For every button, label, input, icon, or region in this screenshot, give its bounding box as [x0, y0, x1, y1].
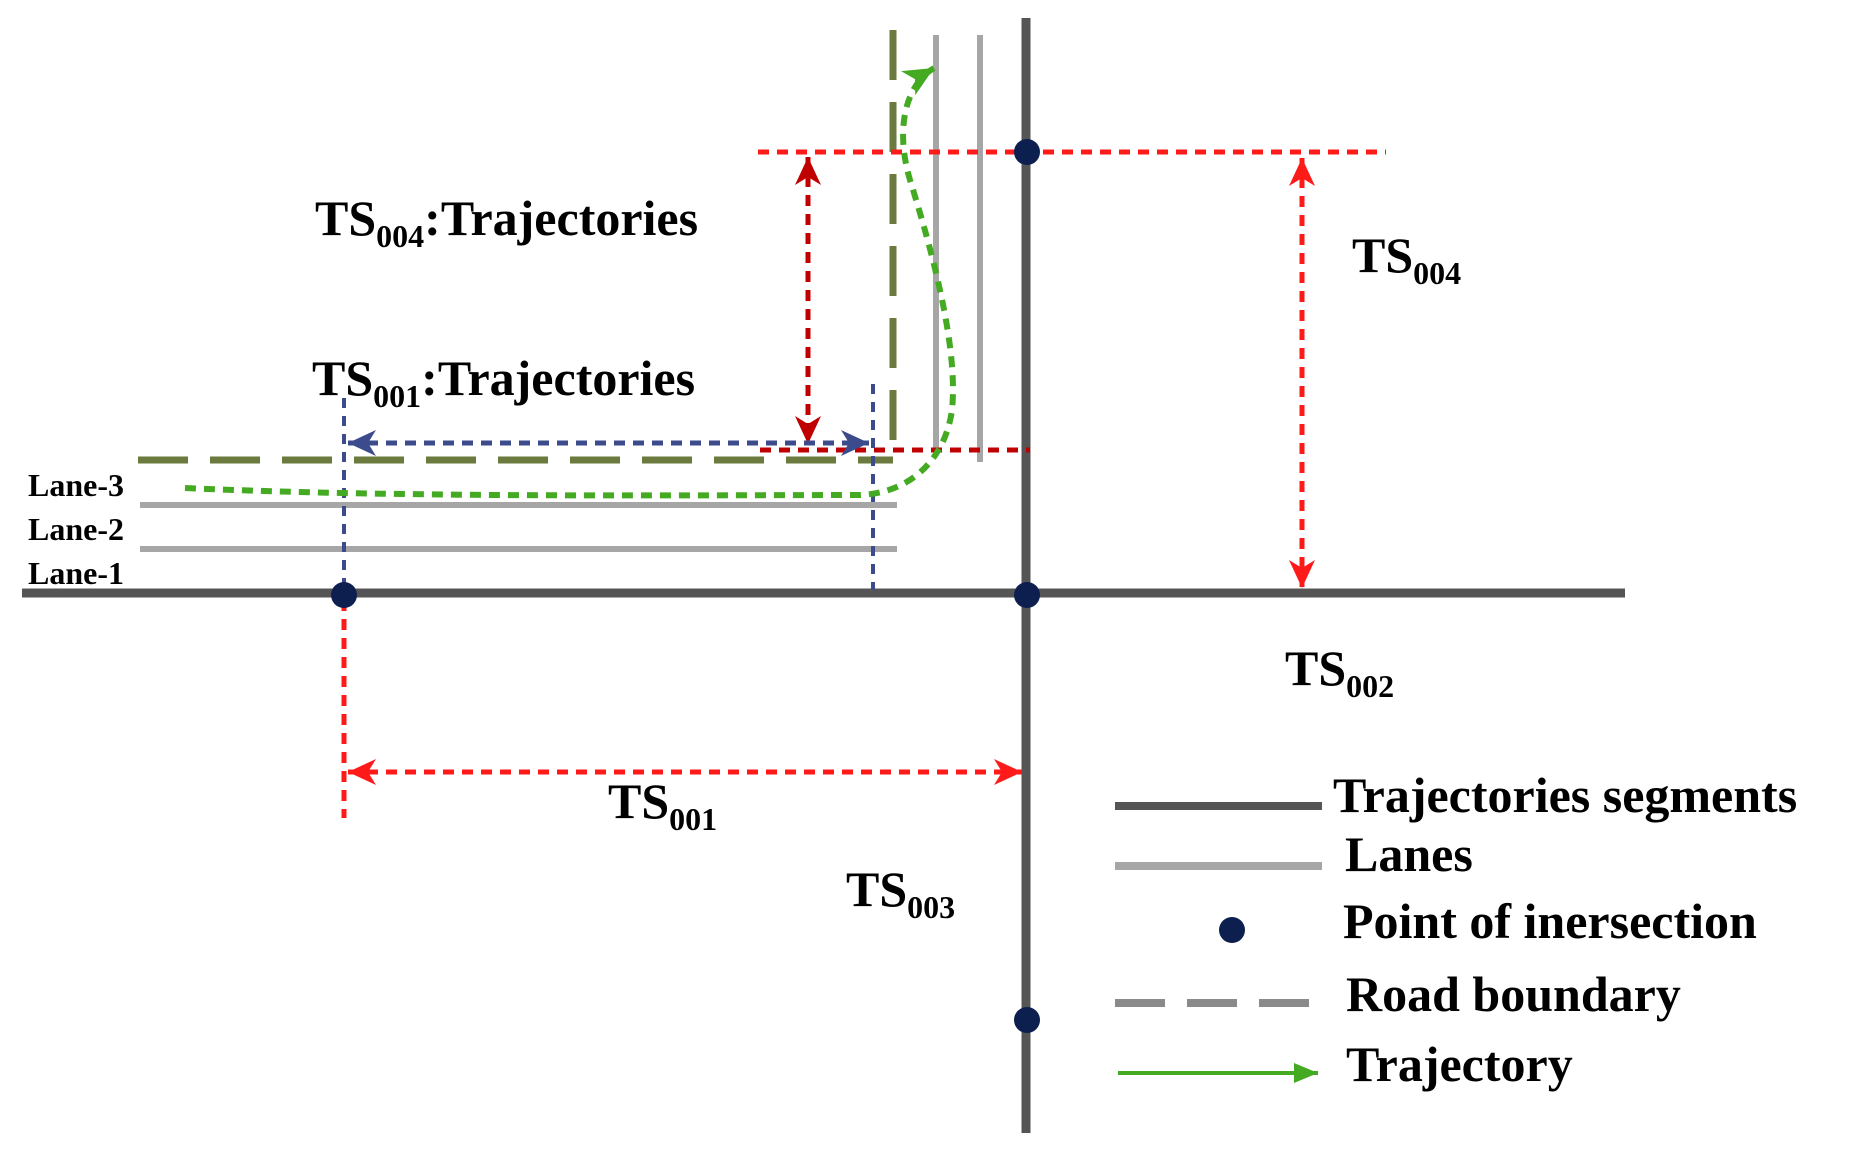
- lane-3-label: Lane-3: [28, 467, 124, 503]
- intersection-point-center: [1014, 582, 1040, 608]
- legend-point-label: Point of inersection: [1343, 893, 1757, 949]
- lane-1-label: Lane-1: [28, 555, 124, 591]
- trajectory-path: [184, 65, 956, 499]
- ts003-label: TS003: [846, 861, 955, 925]
- intersection-point-top: [1014, 139, 1040, 165]
- intersection-point-bottom: [1014, 1007, 1040, 1033]
- ts001-label: TS001: [608, 773, 717, 837]
- legend-boundary-label: Road boundary: [1346, 966, 1681, 1022]
- lane-2-label: Lane-2: [28, 511, 124, 547]
- ts002-label: TS002: [1285, 640, 1394, 704]
- legend-segments-label: Trajectories segments: [1333, 767, 1797, 823]
- ts004-trajectories-label: TS004:Trajectories: [315, 190, 698, 254]
- intersection-point-left: [331, 582, 357, 608]
- legend-lanes-label: Lanes: [1345, 826, 1473, 882]
- legend: Trajectories segments Lanes Point of ine…: [1115, 767, 1797, 1092]
- legend-trajectory-label: Trajectory: [1346, 1036, 1573, 1092]
- legend-point-swatch: [1219, 917, 1245, 943]
- ts004-label: TS004: [1352, 227, 1461, 291]
- ts001-trajectories-label: TS001:Trajectories: [312, 350, 695, 414]
